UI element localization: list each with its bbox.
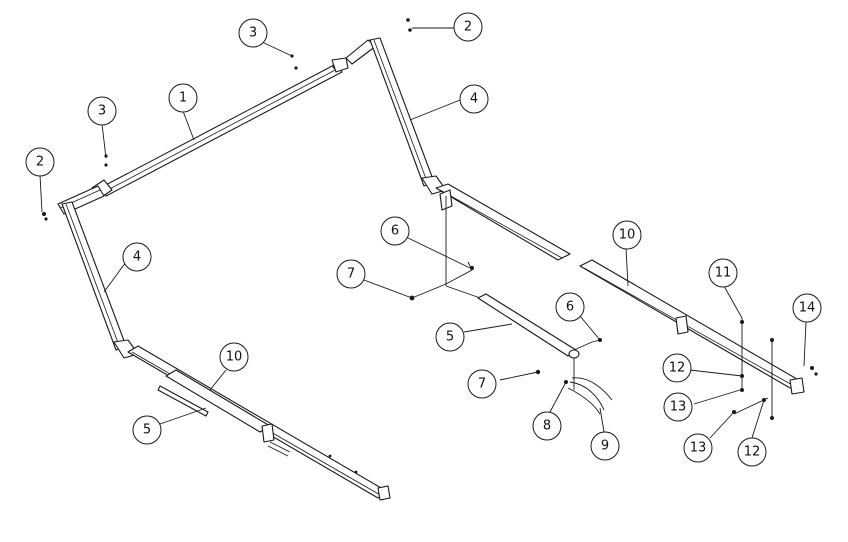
callout-8: 8 — [532, 411, 562, 441]
callout-label: 5 — [446, 330, 454, 345]
release-cables — [567, 377, 613, 415]
callout-5-centre: 5 — [435, 322, 465, 352]
callout-label: 8 — [543, 419, 551, 434]
callout-label: 3 — [98, 104, 106, 119]
callout-9: 9 — [590, 431, 620, 461]
callout-2-left: 2 — [25, 147, 55, 177]
callout-label: 2 — [36, 155, 44, 170]
callout-label: 2 — [464, 20, 472, 35]
callout-label: 12 — [669, 361, 686, 376]
callout-5-left: 5 — [132, 415, 162, 445]
callout-3-top: 3 — [238, 18, 268, 48]
callout-10-right: 10 — [612, 220, 642, 250]
callout-label: 13 — [690, 441, 707, 456]
right-lower-rail — [435, 183, 571, 261]
callout-6-lower: 6 — [555, 292, 585, 322]
callout-14: 14 — [792, 293, 822, 323]
callout-13-lower: 13 — [683, 433, 713, 463]
callout-label: 12 — [744, 445, 761, 460]
callout-12-upper: 12 — [662, 353, 692, 383]
left-lower-rail — [127, 345, 391, 501]
callout-label: 1 — [179, 91, 187, 106]
callout-4-right: 4 — [459, 84, 489, 114]
callout-label: 3 — [249, 26, 257, 41]
callout-label: 6 — [566, 300, 574, 315]
right-extension-tube — [579, 259, 805, 395]
callout-7-lower: 7 — [467, 369, 497, 399]
callout-11: 11 — [708, 258, 738, 288]
leader-lines — [39, 27, 807, 439]
callout-2-right: 2 — [453, 12, 483, 42]
callout-label: 10 — [226, 350, 243, 365]
hardware-dots — [42, 18, 818, 474]
callout-label: 13 — [670, 400, 687, 415]
callout-label: 7 — [347, 267, 355, 282]
strut-fittings — [411, 261, 601, 351]
callout-label: 10 — [619, 228, 636, 243]
callout-label: 4 — [470, 92, 478, 107]
callout-7-upper: 7 — [336, 259, 366, 289]
callout-3-left: 3 — [87, 96, 117, 126]
callout-6-upper: 6 — [380, 216, 410, 246]
callout-label: 7 — [478, 377, 486, 392]
callout-10-left: 10 — [219, 342, 249, 372]
callout-4-left: 4 — [122, 242, 152, 272]
callout-label: 5 — [143, 423, 151, 438]
callout-12-lower: 12 — [737, 437, 767, 467]
callout-1: 1 — [168, 83, 198, 113]
top-crossbar-tube — [91, 57, 349, 199]
callout-13-upper: 13 — [663, 392, 693, 422]
left-upright — [61, 201, 139, 359]
callout-label: 14 — [799, 301, 816, 316]
callout-label: 4 — [133, 250, 141, 265]
callout-label: 9 — [601, 439, 609, 454]
callout-label: 6 — [391, 224, 399, 239]
callout-label: 11 — [715, 266, 732, 281]
right-upright — [369, 37, 447, 195]
